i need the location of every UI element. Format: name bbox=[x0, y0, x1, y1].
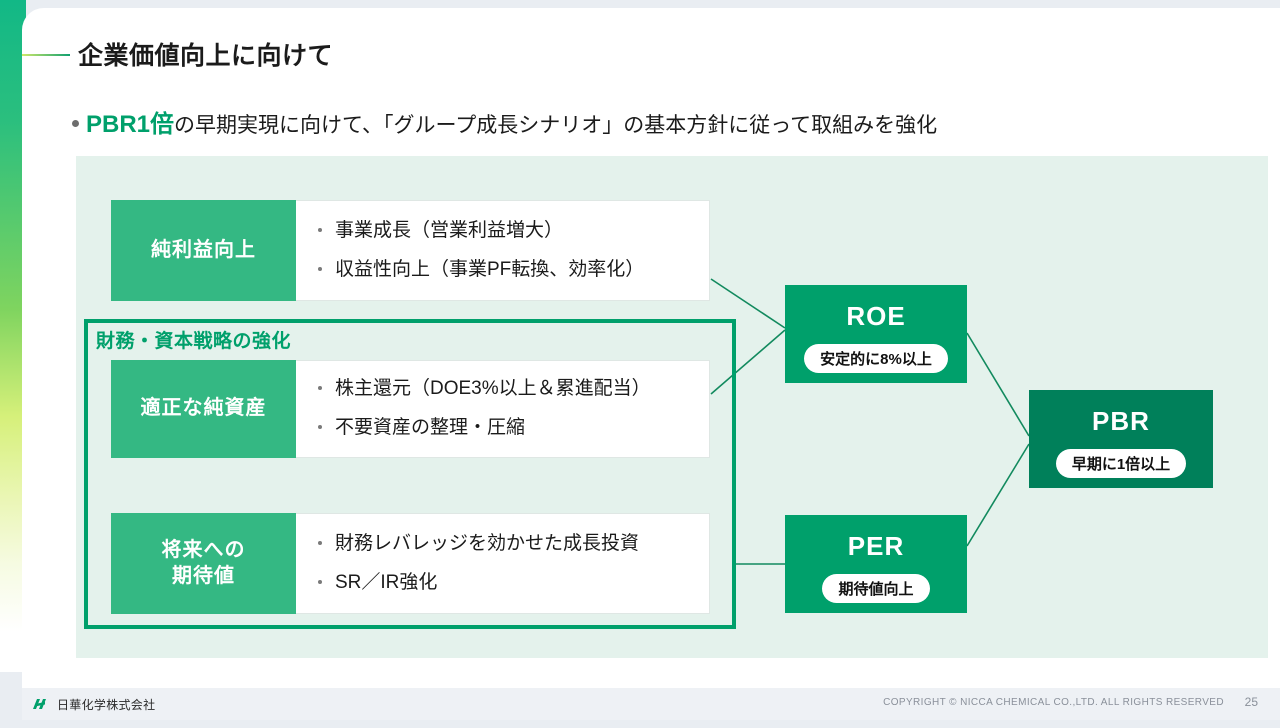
left-edge-gradient-decoration bbox=[0, 0, 26, 672]
lead-statement: PBR1倍 の早期実現に向けて、「グループ成長シナリオ」の基本方針に従って取組み… bbox=[72, 104, 937, 139]
driver-row-future-expectation: 将来への 期待値 財務レバレッジを効かせた成長投資 SR／IR強化 bbox=[111, 513, 710, 614]
slide-footer: 日華化学株式会社 bbox=[22, 688, 1280, 720]
driver-tag-future-expectation: 将来への 期待値 bbox=[111, 513, 296, 614]
list-item-label: 株主還元（DOE3%以上＆累進配当） bbox=[335, 378, 651, 400]
driver-tag-equity: 適正な純資産 bbox=[111, 360, 296, 458]
metric-target-roe: 安定的に8%以上 bbox=[804, 344, 948, 373]
list-item-label: SR／IR強化 bbox=[335, 571, 438, 593]
metric-box-roe: ROE 安定的に8%以上 bbox=[785, 285, 967, 383]
driver-items-net-profit: 事業成長（営業利益増大） 収益性向上（事業PF転換、効率化） bbox=[296, 200, 710, 301]
metric-target-per: 期待値向上 bbox=[822, 574, 930, 603]
page-number: 25 bbox=[1244, 695, 1258, 709]
driver-tag-net-profit: 純利益向上 bbox=[111, 200, 296, 301]
capital-strategy-frame bbox=[84, 319, 736, 629]
list-item-label: 収益性向上（事業PF転換、効率化） bbox=[335, 258, 645, 280]
driver-row-equity: 適正な純資産 株主還元（DOE3%以上＆累進配当） 不要資産の整理・圧縮 bbox=[111, 360, 710, 458]
capital-strategy-label: 財務・資本戦略の強化 bbox=[96, 331, 292, 352]
list-item-label: 不要資産の整理・圧縮 bbox=[335, 417, 526, 438]
driver-items-equity: 株主還元（DOE3%以上＆累進配当） 不要資産の整理・圧縮 bbox=[296, 360, 710, 458]
lead-body-text: の早期実現に向けて、「グループ成長シナリオ」の基本方針に従って取組みを強化 bbox=[174, 114, 938, 137]
lead-accent-text: PBR1倍 bbox=[86, 111, 175, 138]
bullet-dot-icon bbox=[318, 579, 322, 584]
driver-items-future-expectation: 財務レバレッジを効かせた成長投資 SR／IR強化 bbox=[296, 513, 710, 614]
metric-name-pbr: PBR bbox=[1092, 406, 1150, 436]
bullet-dot-icon bbox=[318, 540, 322, 545]
slide-page-card: 企業価値向上に向けて PBR1倍 の早期実現に向けて、「グループ成長シナリオ」の… bbox=[22, 8, 1280, 688]
metric-name-per: PER bbox=[847, 531, 905, 561]
nicca-logo-icon bbox=[32, 697, 52, 711]
bullet-dot-icon bbox=[318, 227, 322, 232]
metric-box-pbr: PBR 早期に1倍以上 bbox=[1029, 390, 1213, 488]
bullet-dot-icon bbox=[72, 120, 79, 127]
list-item: 財務レバレッジを効かせた成長投資 bbox=[318, 530, 709, 559]
list-item: 収益性向上（事業PF転換、効率化） bbox=[318, 256, 709, 285]
list-item: 株主還元（DOE3%以上＆累進配当） bbox=[318, 375, 709, 404]
metric-box-per: PER 期待値向上 bbox=[785, 515, 967, 613]
driver-row-net-profit: 純利益向上 事業成長（営業利益増大） 収益性向上（事業PF転換、効率化） bbox=[111, 200, 710, 301]
driver-tag-line-1: 将来への bbox=[161, 538, 246, 561]
title-accent-rule bbox=[22, 54, 70, 56]
metric-target-pbr: 早期に1倍以上 bbox=[1055, 449, 1187, 478]
list-item: 事業成長（営業利益増大） bbox=[318, 217, 709, 246]
list-item: 不要資産の整理・圧縮 bbox=[318, 414, 709, 443]
bullet-dot-icon bbox=[318, 266, 322, 271]
footer-copyright: COPYRIGHT © NICCA CHEMICAL CO.,LTD. ALL … bbox=[883, 697, 1224, 708]
driver-tag-line-2: 期待値 bbox=[172, 564, 235, 587]
list-item-label: 事業成長（営業利益増大） bbox=[335, 219, 564, 241]
metric-name-roe: ROE bbox=[846, 301, 906, 331]
footer-company-name: 日華化学株式会社 bbox=[57, 697, 156, 712]
page-title: 企業価値向上に向けて bbox=[78, 42, 334, 70]
bullet-dot-icon bbox=[318, 425, 322, 429]
bullet-dot-icon bbox=[318, 386, 322, 391]
list-item-label: 財務レバレッジを効かせた成長投資 bbox=[335, 532, 640, 554]
list-item: SR／IR強化 bbox=[318, 569, 709, 598]
